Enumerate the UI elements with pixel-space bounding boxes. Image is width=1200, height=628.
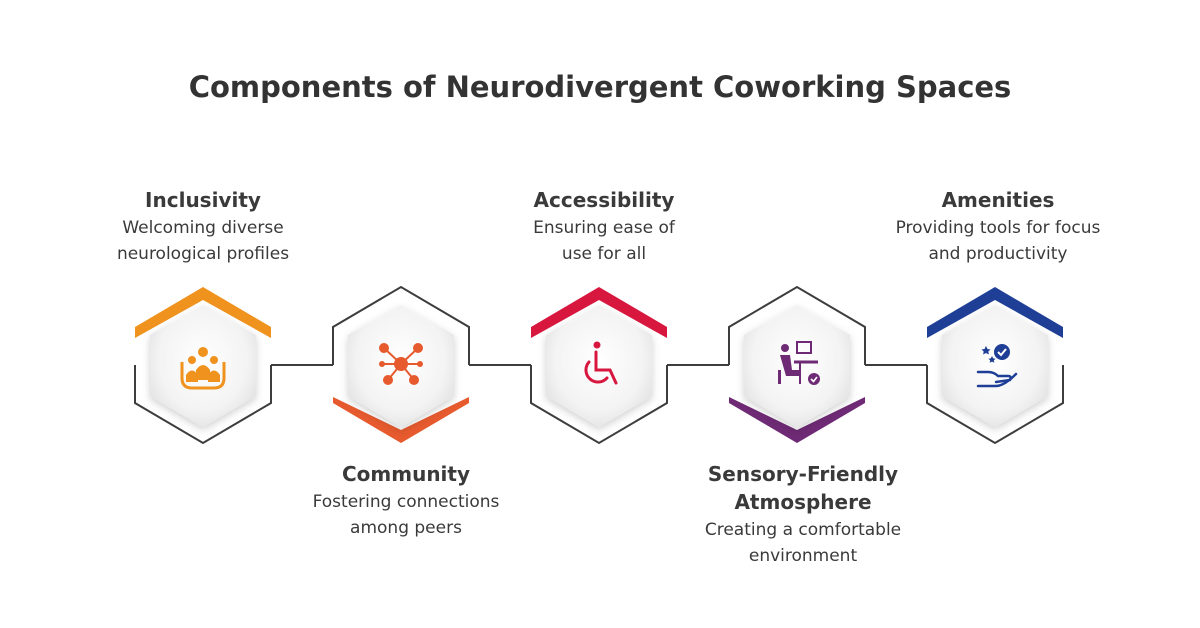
component-heading: Inclusivity [145, 188, 261, 212]
component-description: Ensuring ease of use for all [533, 218, 675, 264]
hex-inner [546, 305, 652, 427]
component-description: Creating a comfortable environment [704, 520, 902, 566]
hexagon-community [332, 285, 470, 443]
hexagon-inclusivity [134, 287, 272, 445]
component-description: Providing tools for focus and productivi… [895, 218, 1101, 264]
network-people-icon [379, 343, 423, 385]
accent-cap-top [531, 287, 667, 338]
inclusivity-people-icon [180, 347, 226, 390]
accent-cap-top [927, 287, 1063, 338]
person-at-desk-icon [778, 341, 820, 385]
hexagon-sensory-friendly [728, 285, 866, 443]
component-label-inclusivity: Inclusivity Welcoming diverse neurologic… [63, 186, 343, 267]
component-description: Fostering connections among peers [312, 492, 500, 538]
hex-inner [744, 305, 850, 427]
component-description: Welcoming diverse neurological profiles [116, 218, 290, 264]
component-label-amenities: Amenities Providing tools for focus and … [858, 186, 1138, 267]
hand-badge-stars-icon [976, 344, 1018, 388]
component-label-community: Community Fostering connections among pe… [266, 460, 546, 541]
hex-outline [728, 285, 866, 365]
accent-cap-top [135, 287, 271, 338]
hex-outline [530, 365, 668, 445]
hex-outline [332, 285, 470, 365]
hexagon-amenities [926, 287, 1064, 445]
component-heading: Community [341, 462, 471, 486]
page-title: Components of Neurodivergent Coworking S… [188, 70, 1012, 104]
component-heading: Accessibility [533, 188, 675, 212]
hexagon-accessibility [530, 287, 668, 445]
component-label-sensory-friendly: Sensory-Friendly Atmosphere Creating a c… [663, 460, 943, 569]
component-heading: Sensory-Friendly Atmosphere [707, 462, 899, 514]
hex-outline [134, 365, 272, 445]
hex-outline [926, 365, 1064, 445]
accent-cap-bottom [333, 397, 469, 443]
component-heading: Amenities [941, 188, 1055, 212]
wheelchair-icon [584, 341, 618, 385]
hex-inner [942, 305, 1048, 427]
accent-cap-bottom [729, 397, 865, 443]
component-label-accessibility: Accessibility Ensuring ease of use for a… [464, 186, 744, 267]
